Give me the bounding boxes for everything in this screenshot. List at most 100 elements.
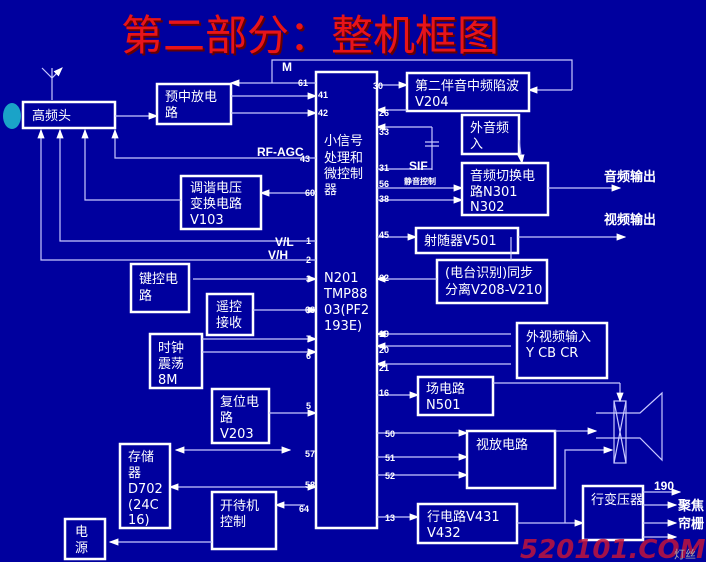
svg-text:1: 1: [306, 236, 311, 246]
svg-text:射随器V501: 射随器V501: [424, 233, 497, 249]
svg-text:2: 2: [306, 255, 311, 265]
signal-m: M: [282, 60, 292, 74]
svg-text:58: 58: [305, 480, 315, 490]
svg-text:路N301: 路N301: [470, 184, 518, 200]
svg-text:(24C: (24C: [128, 498, 159, 513]
signal-lines: [37, 59, 682, 546]
svg-text:3: 3: [306, 274, 311, 284]
signal-rf-agc: RF-AGC: [257, 145, 304, 159]
svg-text:62: 62: [379, 273, 389, 283]
svg-text:行变压器: 行变压器: [591, 492, 643, 508]
svg-text:预中放电: 预中放电: [165, 90, 217, 105]
power-box: 电源: [63, 517, 107, 561]
svg-text:19: 19: [379, 329, 389, 339]
watermark: 520101.COM 灯丝: [520, 535, 706, 562]
screen-label: 帘栅: [678, 516, 704, 532]
main-ic-box: [314, 70, 379, 530]
svg-text:41: 41: [318, 90, 328, 100]
signal-vl: V/L: [275, 235, 294, 249]
video-output-label: 视频输出: [604, 212, 656, 228]
svg-text:21: 21: [379, 363, 389, 373]
svg-text:N302: N302: [470, 200, 505, 215]
svg-text:51: 51: [385, 453, 395, 463]
signal-190v: 190: [654, 479, 674, 493]
signal-mute: 静音控制: [404, 176, 436, 186]
svg-text:遥控: 遥控: [216, 300, 242, 315]
svg-text:外音频: 外音频: [470, 120, 509, 136]
page-title: 第二部分：整机框图: [121, 11, 499, 60]
svg-text:开待机: 开待机: [220, 499, 259, 514]
svg-text:V203: V203: [220, 427, 254, 442]
svg-text:52: 52: [385, 471, 395, 481]
tuner-box: 高频头: [21, 100, 117, 130]
svg-text:13: 13: [385, 513, 395, 523]
svg-text:视放电路: 视放电路: [476, 437, 528, 453]
svg-text:520101.COM: 520101.COM: [520, 535, 706, 562]
svg-text:处理和: 处理和: [324, 151, 363, 166]
svg-text:存储: 存储: [128, 450, 154, 465]
svg-text:V204: V204: [415, 95, 449, 110]
svg-text:(电台识别)同步: (电台识别)同步: [445, 266, 533, 281]
svg-text:高频头: 高频头: [32, 108, 71, 124]
svg-text:63: 63: [305, 305, 315, 315]
focus-label: 聚焦: [677, 498, 704, 514]
svg-text:60: 60: [305, 188, 315, 198]
svg-text:193E): 193E): [324, 319, 362, 334]
svg-text:第二伴音中频陷波: 第二伴音中频陷波: [415, 78, 519, 94]
svg-text:20: 20: [379, 345, 389, 355]
svg-text:42: 42: [318, 108, 328, 118]
svg-text:30: 30: [373, 81, 383, 91]
svg-text:Y CB CR: Y CB CR: [525, 346, 578, 361]
svg-text:电: 电: [75, 525, 88, 540]
signal-sif: SIF: [409, 159, 428, 173]
signal-vh: V/H: [268, 248, 288, 262]
svg-text:时钟: 时钟: [158, 340, 184, 356]
svg-text:入: 入: [470, 137, 483, 152]
svg-text:调谐电压: 调谐电压: [190, 181, 242, 196]
svg-text:31: 31: [379, 163, 389, 173]
svg-text:外视频输入: 外视频输入: [526, 329, 591, 345]
svg-text:6: 6: [306, 351, 311, 361]
svg-text:行电路V431: 行电路V431: [427, 509, 500, 525]
svg-text:64: 64: [299, 504, 309, 514]
ic-pin-labels: 61 41 42 43 60 1 2 3 63 7 6 5 57 58 64 3…: [298, 78, 395, 523]
svg-text:TMP88: TMP88: [323, 287, 368, 302]
svg-text:16): 16): [128, 513, 150, 528]
svg-text:小信号: 小信号: [324, 134, 363, 149]
svg-text:复位电: 复位电: [220, 395, 259, 410]
svg-text:N201: N201: [324, 271, 359, 286]
svg-text:N501: N501: [426, 398, 461, 413]
svg-text:V103: V103: [190, 213, 224, 228]
svg-text:8M: 8M: [158, 373, 178, 388]
audio-output-label: 音频输出: [604, 169, 656, 185]
svg-text:26: 26: [379, 108, 389, 118]
svg-text:分离V208-V210: 分离V208-V210: [445, 282, 542, 298]
svg-text:33: 33: [379, 127, 389, 137]
flyback-transformer-box: 行变压器: [581, 484, 645, 542]
svg-text:5: 5: [306, 401, 311, 411]
emitter-follower-box: 射随器V501: [414, 226, 520, 255]
svg-text:7: 7: [306, 334, 311, 344]
svg-text:路: 路: [139, 288, 152, 304]
svg-text:控制: 控制: [220, 515, 246, 530]
svg-text:D702: D702: [128, 482, 163, 497]
svg-text:路: 路: [220, 410, 233, 426]
svg-text:震荡: 震荡: [158, 357, 184, 372]
svg-text:57: 57: [305, 449, 315, 459]
svg-text:16: 16: [379, 388, 389, 398]
svg-text:微控制: 微控制: [324, 167, 363, 182]
